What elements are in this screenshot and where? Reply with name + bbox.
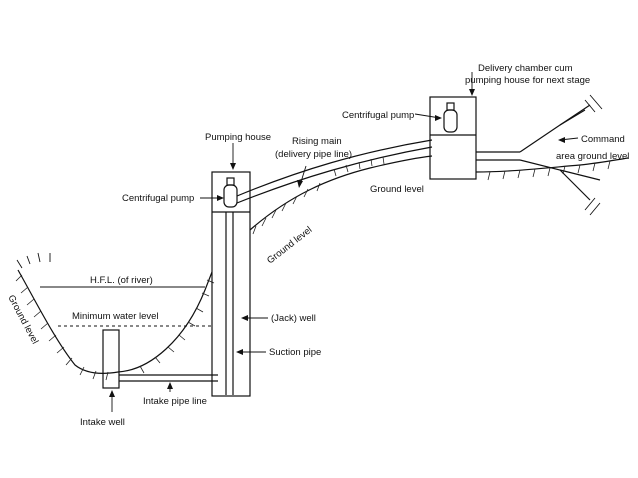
leader-arrows [109,72,579,412]
label-centrifugal-pump-left: Centrifugal pump [122,193,194,204]
ground-slope [249,155,433,235]
label-minimum-water-level: Minimum water level [72,311,159,322]
label-delivery-chamber-2: pumping house for next stage [465,75,590,86]
label-intake-well: Intake well [80,417,125,428]
jack-well [211,171,251,397]
label-command: Command [581,134,625,145]
intake-pipe [119,374,218,382]
label-command-2: area ground level [556,151,629,162]
outlet-channel [475,94,629,216]
centrifugal-pump-left [223,177,238,208]
label-centrifugal-pump-top: Centrifugal pump [342,110,414,121]
label-pumping-house: Pumping house [205,132,271,143]
delivery-chamber [429,96,477,180]
label-rising-main-2: (delivery pipe line) [275,149,352,160]
rising-main [236,139,433,204]
label-delivery-chamber: Delivery chamber cum [478,63,573,74]
label-ground-level-middle: Ground level [370,184,424,195]
intake-well [102,329,120,389]
label-hfl: H.F.L. (of river) [90,275,153,286]
label-intake-pipe-line: Intake pipe line [143,396,207,407]
label-ground-level-slope: Ground level [265,225,314,267]
label-jack-well: (Jack) well [271,313,316,324]
label-rising-main: Rising main [292,136,342,147]
label-suction-pipe: Suction pipe [269,347,321,358]
river-bed [15,252,215,381]
